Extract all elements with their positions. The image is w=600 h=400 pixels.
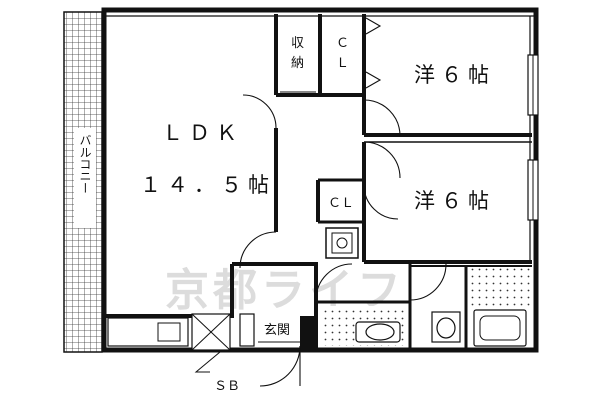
window-right-2 <box>527 159 539 221</box>
bath-floor <box>470 268 530 308</box>
bathtub <box>473 309 527 347</box>
washer-space <box>325 227 359 259</box>
toilet-fixture <box>355 321 401 343</box>
ldk-label: ＬＤＫ <box>162 121 243 145</box>
wash-basin <box>431 311 461 343</box>
storage-label-bottom: 納 <box>291 56 304 71</box>
shoebox-label: ＳＢ <box>214 379 240 394</box>
storage-label-top: 収 <box>291 36 304 51</box>
balcony-label: バルコニー <box>78 134 92 194</box>
closet-2-label: ＣＬ <box>328 196 354 211</box>
kitchen-counter <box>107 317 189 347</box>
ldk-size-label: １４．５帖 <box>140 173 275 197</box>
entrance-wall-block <box>300 316 314 350</box>
sb-pointer <box>194 351 221 373</box>
closet-doors <box>365 17 382 89</box>
door-swings <box>239 94 447 387</box>
western-room-1-label: 洋６帖 <box>414 63 495 87</box>
western-room-2-label: 洋６帖 <box>414 189 495 213</box>
window-right-1 <box>527 54 539 116</box>
entrance-label: 玄関 <box>264 323 290 338</box>
closet-1-label-bottom: Ｌ <box>336 56 349 71</box>
entrance-bg <box>262 318 298 340</box>
closet-1-label-top: Ｃ <box>336 36 349 51</box>
balcony-label-bg <box>74 128 96 228</box>
